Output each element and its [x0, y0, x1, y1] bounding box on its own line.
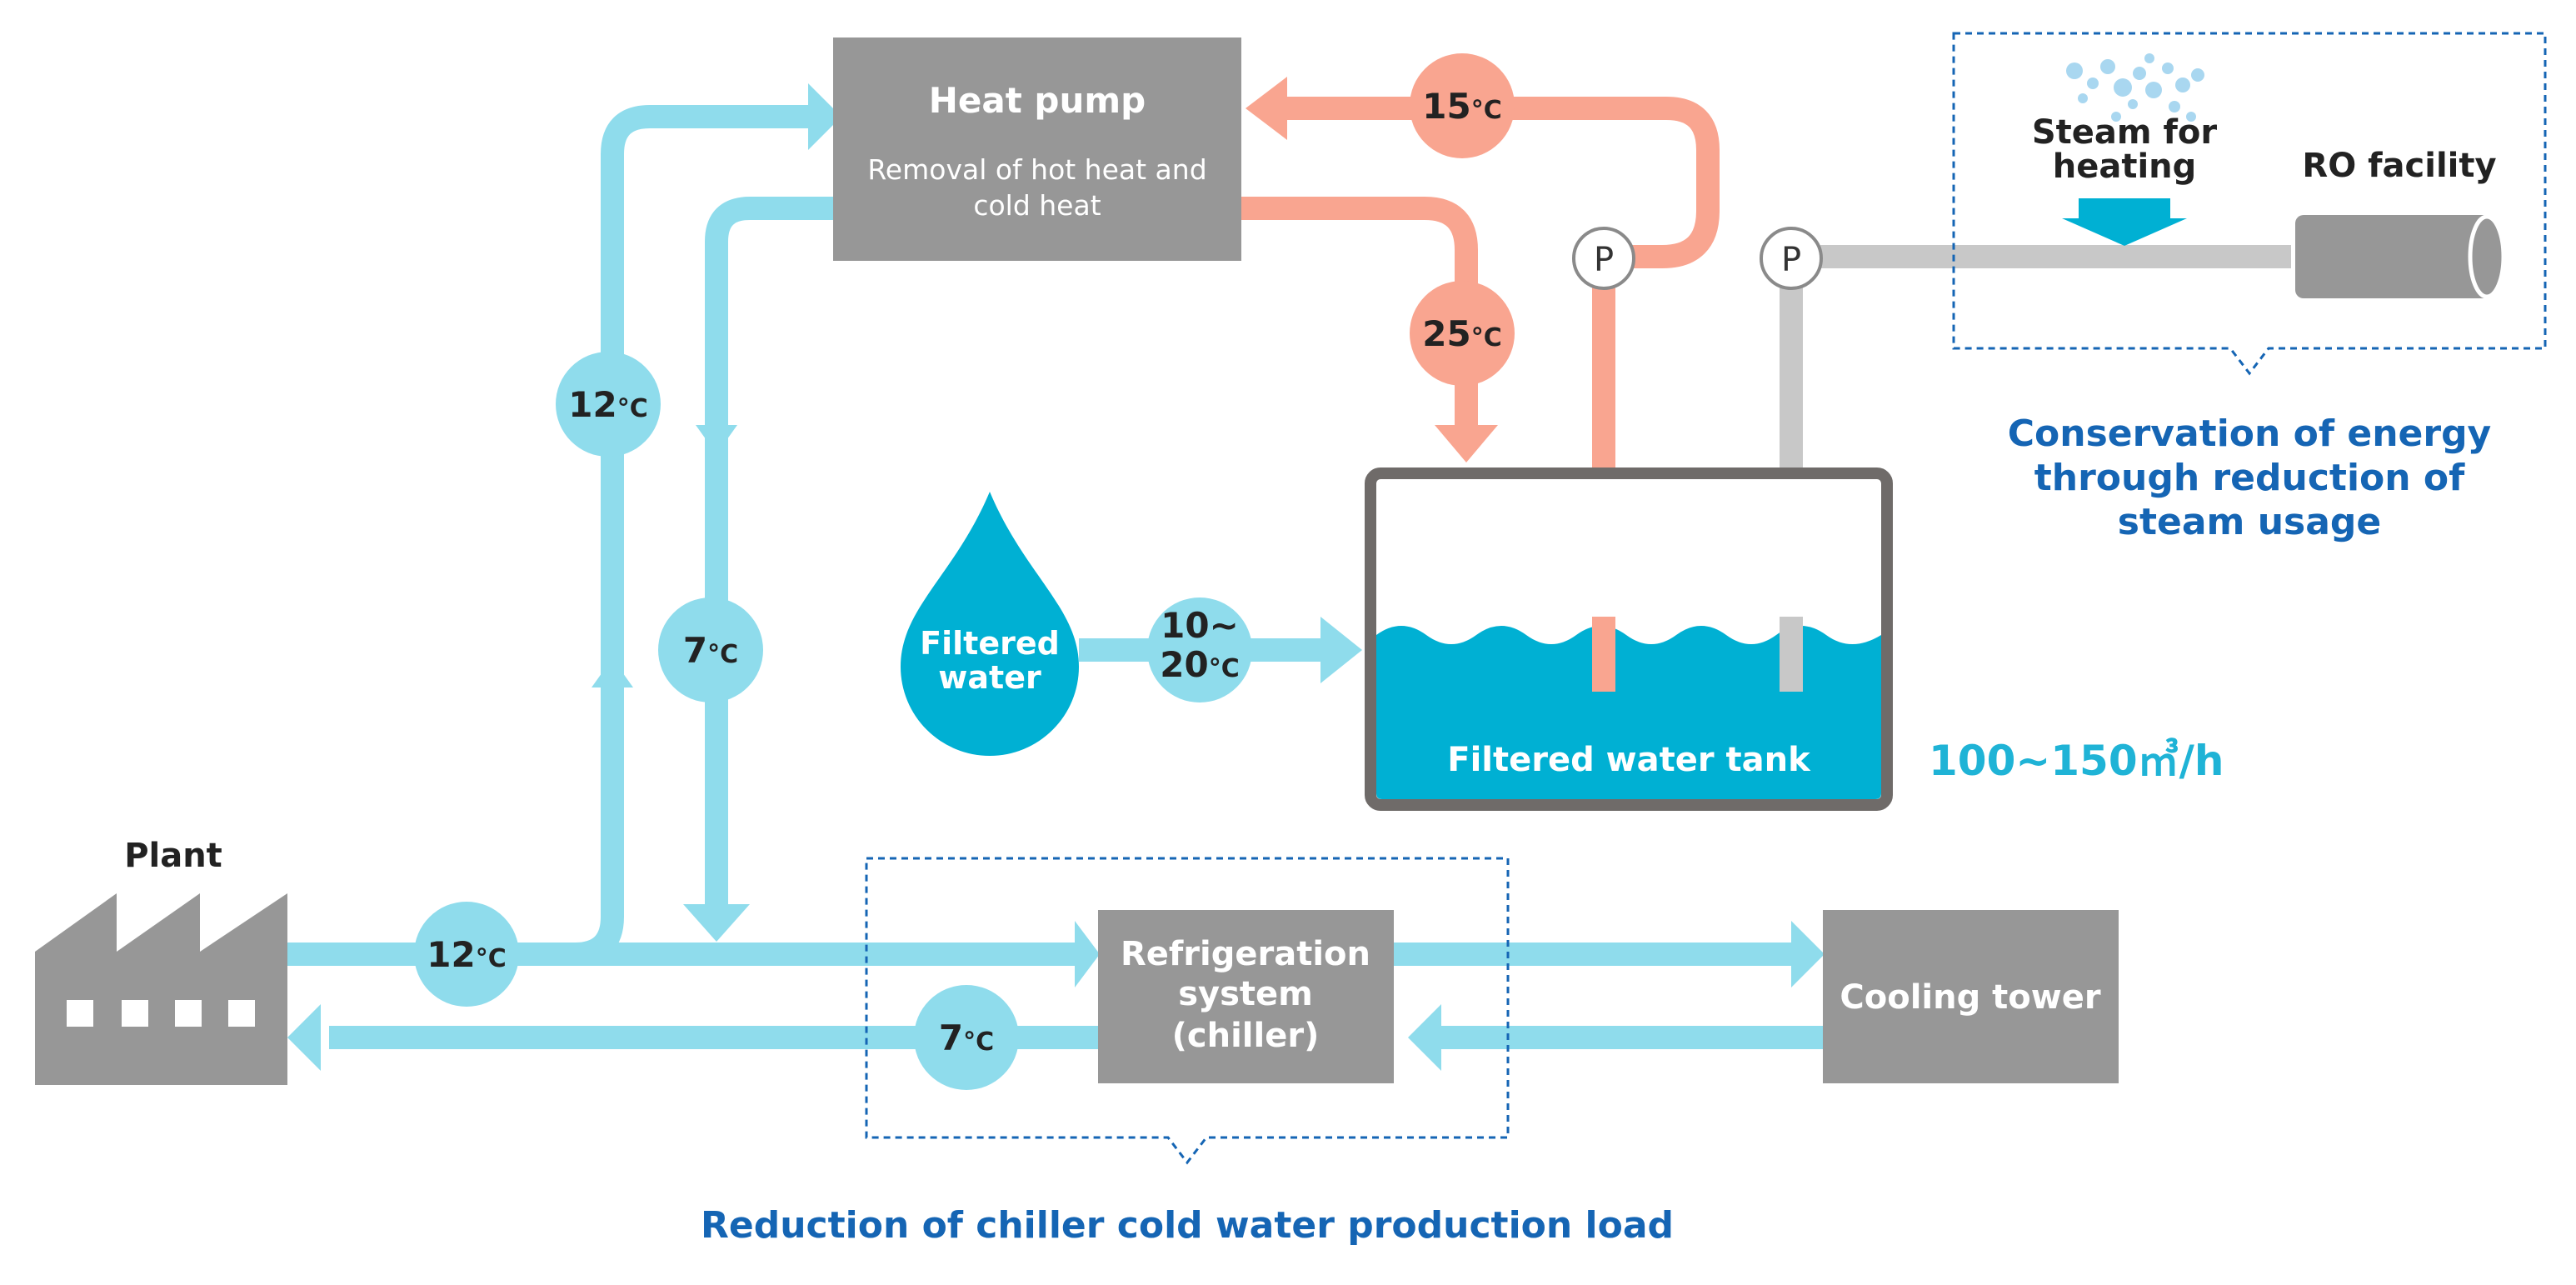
hot-arrowheads [1246, 77, 1498, 462]
steam-label-2: heating [2053, 148, 2197, 186]
steam-arrow-icon [2062, 198, 2187, 246]
temp-10-20-line2: 20 [1160, 644, 1208, 685]
arrow-to-tank [1320, 617, 1362, 683]
temp-badge-12-bottom: 12°C [414, 902, 519, 1007]
filtered-water-label-1: Filtered [920, 625, 1060, 662]
ro-facility-label: RO facility [2302, 147, 2496, 185]
arrow-down-return [683, 904, 750, 942]
svg-text:7°C: 7°C [939, 1018, 994, 1058]
temp-12-vert-value: 12 [568, 384, 617, 425]
plant-label: Plant [124, 837, 222, 875]
tank-water [1376, 626, 1881, 799]
temp-badge-12-vertical: 12°C [556, 352, 661, 457]
arrow-to-chiller-return [1408, 1004, 1441, 1071]
arrow-to-plant [287, 1004, 321, 1071]
svg-text:12°C: 12°C [568, 384, 647, 425]
energy-note-callout: Steam for heating RO facility Conservati… [1952, 32, 2547, 543]
energy-note-text-1: Conservation of energy [2008, 412, 2492, 455]
flow-rate-label: 100~150㎥/h [1929, 737, 2224, 785]
temp-12-bottom-value: 12 [427, 934, 475, 975]
arrow-to-chiller [1075, 921, 1100, 988]
factory-icon [35, 893, 287, 1085]
temp-badge-7-bottom: 7°C [914, 985, 1019, 1090]
refrig-label-2: system [1178, 975, 1313, 1013]
temp-12-vert-unit: °C [617, 394, 648, 423]
arrow-hot-to-tank [1435, 425, 1498, 462]
ro-cylinder-icon [2295, 214, 2506, 299]
pump-hot-label: P [1594, 241, 1614, 279]
filtered-water-label-2: water [938, 659, 1041, 696]
steam-bubbles-icon [2066, 53, 2204, 122]
arrow-up-mid [592, 658, 633, 688]
arrow-to-heat-pump [808, 83, 841, 150]
cooling-tower-label: Cooling tower [1840, 978, 2100, 1017]
water-drop-icon [901, 492, 1079, 756]
supply-pipe-to-heat-pump [287, 105, 812, 966]
filtered-water-drop: Filtered water [901, 492, 1079, 756]
svg-text:12°C: 12°C [427, 934, 506, 975]
temp-badge-7-vertical: 7°C [658, 598, 763, 702]
arrow-to-cooling-tower [1791, 921, 1825, 988]
cold-arrowheads [287, 83, 1825, 1071]
chiller-note-callout: Reduction of chiller cold water producti… [701, 857, 1674, 1247]
heat-pump-subtitle-1: Removal of hot heat and [867, 153, 1206, 186]
chiller-note-text: Reduction of chiller cold water producti… [701, 1204, 1674, 1247]
temp-25-unit: °C [1471, 323, 1502, 352]
filtered-water-tank: Filtered water tank [1365, 468, 1893, 811]
temp-7-vert-value: 7 [683, 630, 707, 671]
refrig-label-1: Refrigeration [1121, 935, 1370, 973]
arrow-down-mid [696, 425, 737, 454]
pump-steam: P [1760, 227, 1823, 290]
chiller-dashed-frame [865, 857, 1510, 1165]
temp-badge-15: 15°C [1410, 53, 1515, 158]
cooling-tower-box: Cooling tower [1823, 910, 2119, 1083]
pump-steam-label: P [1781, 241, 1801, 279]
svg-text:7°C: 7°C [683, 630, 738, 671]
temp-15-value: 15 [1422, 86, 1470, 127]
svg-text:15°C: 15°C [1422, 86, 1501, 127]
heat-pump-box: Heat pump Removal of hot heat and cold h… [833, 38, 1241, 261]
hot-return-to-heat-pump [1283, 97, 1720, 268]
refrig-label-3: (chiller) [1172, 1017, 1320, 1055]
temp-7-vert-unit: °C [707, 640, 738, 669]
pump-hot: P [1572, 227, 1635, 290]
hot-supply-to-tank [1241, 197, 1478, 429]
return-pipe-from-heat-pump [705, 197, 841, 908]
svg-text:25°C: 25°C [1422, 313, 1501, 354]
heat-pump-subtitle-2: cold heat [973, 189, 1101, 222]
temp-10-20-unit: °C [1209, 654, 1240, 683]
temp-12-bottom-unit: °C [476, 944, 507, 973]
temp-badge-25: 25°C [1410, 281, 1515, 386]
steam-label-1: Steam for [2032, 113, 2218, 152]
tank-label: Filtered water tank [1447, 741, 1811, 779]
temp-15-unit: °C [1471, 96, 1502, 125]
refrigeration-system-box: Refrigeration system (chiller) [1098, 910, 1394, 1083]
energy-note-text-3: steam usage [2118, 501, 2381, 543]
plant: Plant [35, 837, 287, 1085]
temp-10-20-line1: 10~ [1161, 605, 1239, 646]
energy-dashed-frame [1952, 32, 2547, 376]
energy-note-text-2: through reduction of [2034, 457, 2465, 499]
arrow-hot-to-heat-pump [1246, 77, 1287, 140]
factory-windows [67, 1000, 255, 1027]
temp-25-value: 25 [1422, 313, 1470, 354]
svg-text:20°C: 20°C [1160, 644, 1239, 685]
temp-7-bottom-value: 7 [939, 1018, 963, 1058]
heat-pump-title: Heat pump [929, 80, 1146, 121]
temp-7-bottom-unit: °C [963, 1028, 994, 1057]
temp-badge-10-20: 10~ 20°C [1147, 598, 1252, 702]
